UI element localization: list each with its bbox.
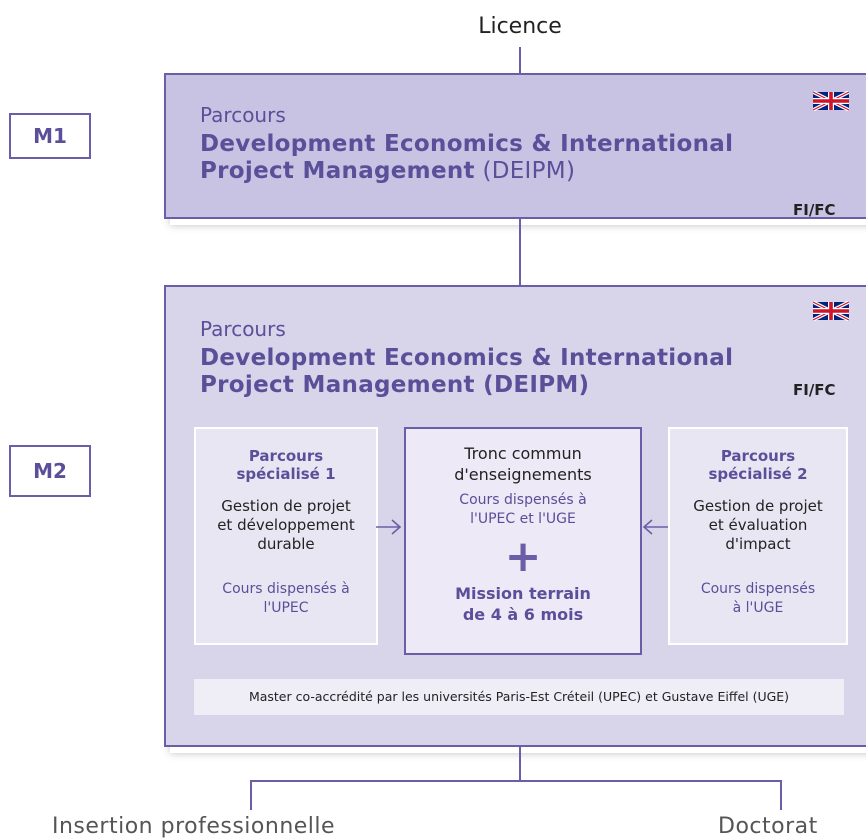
- uk-flag-icon: [813, 301, 849, 321]
- connector-licence-m1: [519, 47, 521, 74]
- uk-flag-icon: [813, 91, 849, 111]
- specialise-1-desc-line2: et développement: [217, 516, 355, 534]
- tronc-commun-note-line1: Cours dispensés à: [459, 492, 587, 508]
- mission-terrain-line1: Mission terrain: [455, 584, 591, 603]
- specialise-2-desc-line3: d'impact: [725, 535, 791, 553]
- co-accreditation-note: Master co-accrédité par les universités …: [194, 679, 844, 715]
- m1-parcours-title: Development Economics & International Pr…: [200, 131, 733, 185]
- specialise-1-title-line2: spécialisé 1: [236, 465, 336, 483]
- parcours-specialise-2-card: Parcours spécialisé 2 Gestion de projet …: [668, 427, 848, 645]
- m2-parcours-word: Parcours: [200, 317, 286, 341]
- m2-fifc-label: FI/FC: [793, 381, 836, 399]
- specialise-1-desc-line1: Gestion de projet: [221, 497, 351, 515]
- m1-parcours-word: Parcours: [200, 103, 286, 127]
- tronc-commun-note-line2: l'UPEC et l'UGE: [470, 511, 576, 527]
- specialise-2-title-line1: Parcours: [720, 447, 796, 465]
- parcours-specialise-1-card: Parcours spécialisé 1 Gestion de projet …: [194, 427, 378, 645]
- specialise-2-desc-line1: Gestion de projet: [693, 497, 823, 515]
- level-label-m2: M2: [9, 445, 91, 497]
- specialise-2-title-line2: spécialisé 2: [708, 465, 808, 483]
- specialise-2-title: Parcours spécialisé 2: [670, 447, 846, 483]
- specialise-1-note: Cours dispensés à l'UPEC: [196, 580, 376, 618]
- m1-title-abbr: (DEIPM): [474, 158, 576, 184]
- plus-icon: +: [504, 531, 542, 582]
- mission-terrain: Mission terrain de 4 à 6 mois: [406, 583, 640, 625]
- specialise-1-note-line1: Cours dispensés à: [222, 581, 350, 597]
- outcome-insertion-professionnelle: Insertion professionnelle: [52, 814, 336, 839]
- level-label-m1: M1: [9, 113, 91, 159]
- tronc-commun-line2: d'enseignements: [454, 465, 592, 484]
- connector-to-insertion: [250, 780, 252, 810]
- specialise-2-note-line2: à l'UGE: [732, 600, 784, 616]
- m1-fifc-label: FI/FC: [793, 201, 836, 219]
- specialise-2-description: Gestion de projet et évaluation d'impact: [670, 497, 846, 554]
- m1-title-line2: Project Management (DEIPM): [200, 158, 733, 185]
- tronc-commun-title: Tronc commun d'enseignements: [406, 443, 640, 485]
- m1-title-line1: Development Economics & International: [200, 131, 734, 157]
- specialise-1-desc-line3: durable: [257, 535, 315, 553]
- m2-parcours-box: Parcours Development Economics & Interna…: [164, 285, 866, 747]
- specialise-2-note-line1: Cours dispensés: [700, 581, 816, 597]
- m2-title-line2: Project Management (DEIPM): [200, 372, 590, 398]
- m2-parcours-title: Development Economics & International Pr…: [200, 345, 733, 399]
- connector-to-doctorat: [780, 780, 782, 810]
- connector-m2-outcomes: [519, 745, 521, 781]
- tronc-commun-note: Cours dispensés à l'UPEC et l'UGE: [406, 491, 640, 529]
- outcome-doctorat: Doctorat: [718, 814, 818, 839]
- specialise-1-title-line1: Parcours: [248, 447, 324, 465]
- specialise-1-note-line2: l'UPEC: [263, 600, 309, 616]
- connector-m1-m2: [519, 217, 521, 287]
- tronc-commun-card: Tronc commun d'enseignements Cours dispe…: [404, 427, 642, 655]
- specialise-2-desc-line2: et évaluation: [708, 516, 808, 534]
- m2-title-line1: Development Economics & International: [200, 345, 734, 371]
- arrow-right-icon: [376, 519, 402, 535]
- m1-title-main: Project Management: [200, 158, 475, 184]
- licence-label: Licence: [478, 14, 562, 39]
- connector-outcomes-horizontal: [250, 780, 782, 782]
- arrow-left-icon: [642, 519, 668, 535]
- m1-parcours-box: Parcours Development Economics & Interna…: [164, 73, 866, 219]
- specialise-2-note: Cours dispensés à l'UGE: [670, 580, 846, 618]
- mission-terrain-line2: de 4 à 6 mois: [462, 605, 584, 624]
- specialise-1-title: Parcours spécialisé 1: [196, 447, 376, 483]
- specialise-1-description: Gestion de projet et développement durab…: [196, 497, 376, 554]
- tronc-commun-line1: Tronc commun: [464, 444, 582, 463]
